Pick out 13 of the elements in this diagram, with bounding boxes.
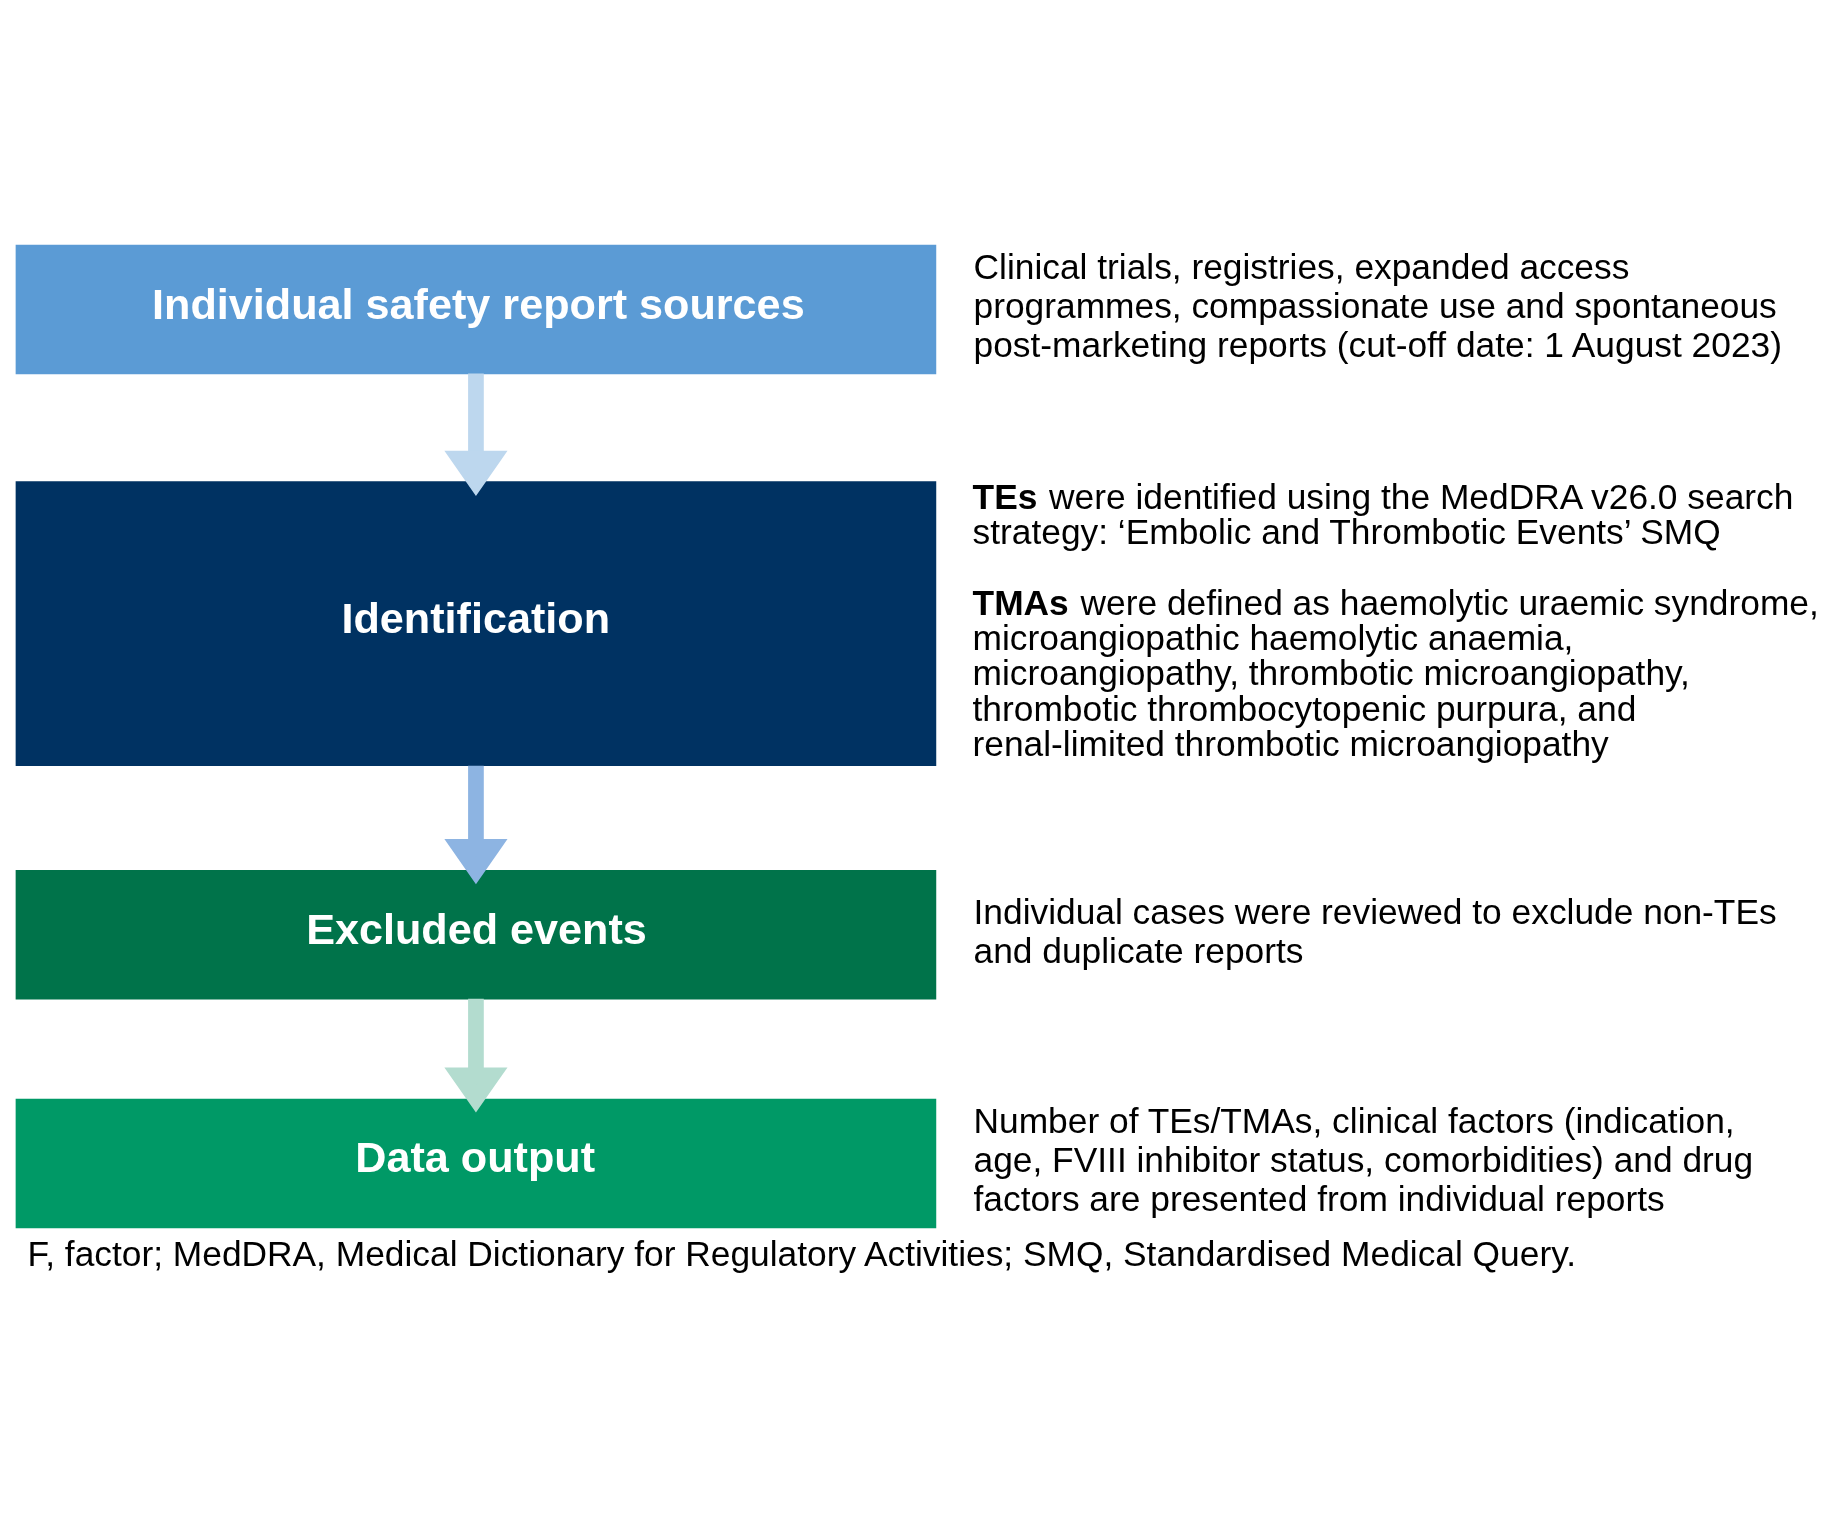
node-label: TEs were identified using the MedDRA v26.0 search strategy: ‘Embolic and Thrombotic Events’ SMQ	[972, 476, 1794, 551]
node-label: TMAs were defined as haemolytic uraemic syndrome, microangiopathic haemolytic anaemia, microangiopathy, thrombotic microangiopathy, thrombotic thrombocytopenic purpura, and renal-limited thrombotic microangiopathy	[972, 582, 1819, 763]
node-label: Number of TEs/TMAs, clinical factors (indication, age, FVIII inhibitor status, comorbidities) and drug factors are presented from individual reports	[973, 1100, 1754, 1219]
arrow	[444, 998, 508, 1113]
node-label: Clinical trials, registries, expanded access programmes, compassionate use and spontaneous post-marketing reports (cut-off date: 1 August 2023)	[973, 246, 1782, 365]
caption: F, factor; MedDRA, Medical Dictionary for Regulatory Activities; SMQ, Standardised Medical Query.	[27, 1234, 1577, 1274]
node-box: Individual safety report sources	[15, 244, 937, 375]
arrow	[444, 765, 508, 885]
node-box: Data output	[15, 1098, 937, 1229]
node-box: Identification	[15, 481, 937, 766]
node-box: Excluded events	[15, 870, 937, 1000]
arrow	[444, 373, 508, 496]
node-label: Individual cases were reviewed to exclude non-TEs and duplicate reports	[973, 891, 1777, 971]
